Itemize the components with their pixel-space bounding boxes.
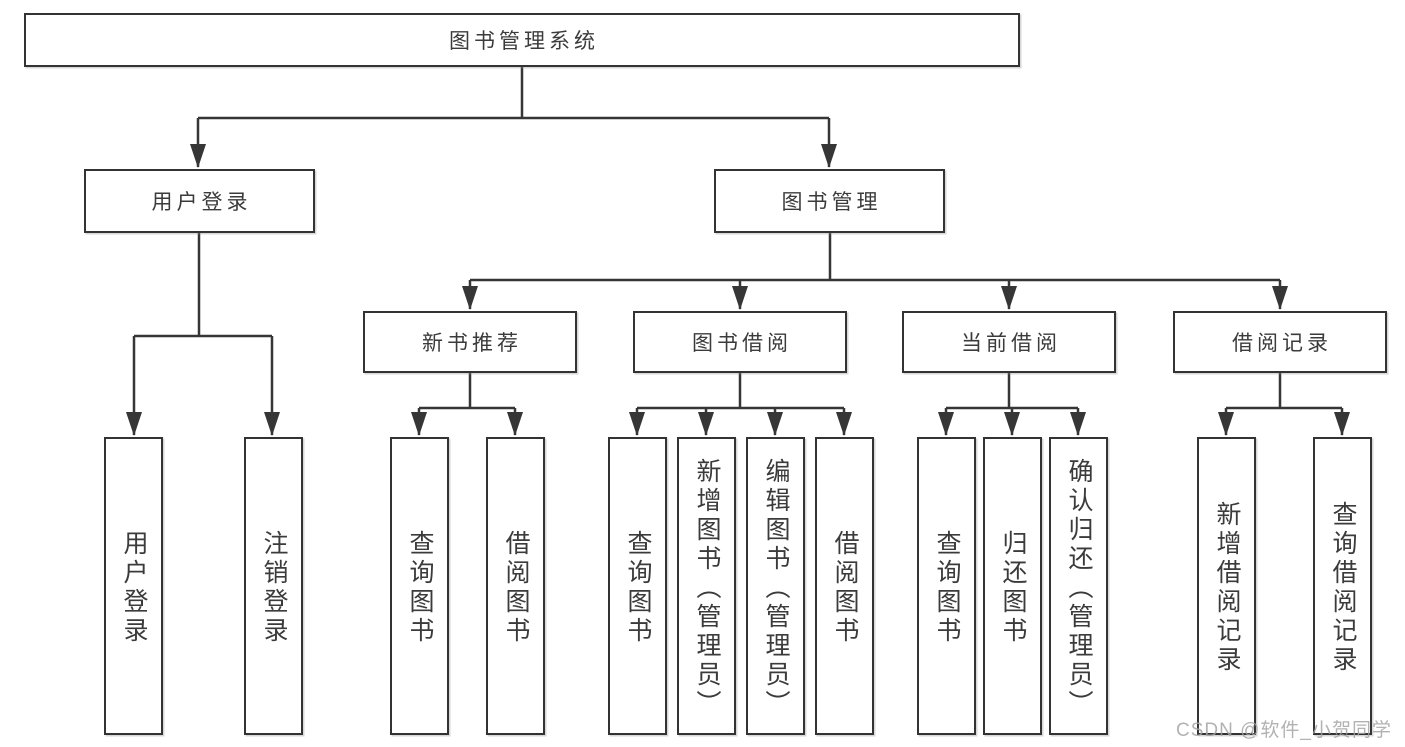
leaf-label: 借阅图书 — [502, 530, 530, 646]
leaf-current-query-books: 查询图书 — [917, 437, 976, 735]
leaf-label: 查询借阅记录 — [1329, 501, 1357, 675]
leaf-user-login: 用户登录 — [104, 437, 163, 735]
leaf-label: 新增借阅记录 — [1213, 501, 1241, 675]
leaf-recommend-borrow-books: 借阅图书 — [486, 437, 545, 735]
node-book-management: 图书管理 — [714, 169, 945, 233]
node-label: 用户登录 — [151, 191, 252, 214]
leaf-label: 编辑图书（管理员） — [762, 457, 790, 719]
leaf-label: 新增图书（管理员） — [693, 457, 721, 719]
leaf-borrowing-borrow-books: 借阅图书 — [815, 437, 874, 735]
leaf-label: 用户登录 — [120, 530, 148, 646]
leaf-records-add-borrow-record: 新增借阅记录 — [1197, 437, 1256, 735]
leaf-logout: 注销登录 — [244, 437, 303, 735]
node-label: 图书管理 — [781, 191, 882, 214]
leaf-borrowing-query-books: 查询图书 — [608, 437, 667, 735]
leaf-current-return-books: 归还图书 — [983, 437, 1042, 735]
node-library-management-system: 图书管理系统 — [24, 13, 1020, 67]
leaf-label: 注销登录 — [260, 530, 288, 646]
node-label: 借阅记录 — [1232, 332, 1332, 355]
node-current-borrowing: 当前借阅 — [902, 311, 1116, 373]
leaf-label: 查询图书 — [933, 530, 961, 646]
leaf-label: 查询图书 — [406, 530, 434, 646]
leaf-label: 归还图书 — [999, 530, 1027, 646]
node-new-book-recommendation: 新书推荐 — [363, 311, 577, 373]
leaf-label: 借阅图书 — [831, 530, 859, 646]
leaf-label: 确认归还（管理员） — [1065, 457, 1093, 719]
node-label: 当前借阅 — [961, 332, 1061, 355]
leaf-borrowing-add-books-admin: 新增图书（管理员） — [677, 437, 736, 735]
node-label: 新书推荐 — [422, 332, 522, 355]
leaf-borrowing-edit-books-admin: 编辑图书（管理员） — [746, 437, 805, 735]
node-label: 图书借阅 — [692, 332, 792, 355]
node-label: 图书管理系统 — [449, 30, 599, 53]
leaf-label: 查询图书 — [624, 530, 652, 646]
csdn-watermark: CSDN @软件_小贺同学 — [1176, 720, 1392, 741]
leaf-current-confirm-return-admin: 确认归还（管理员） — [1049, 437, 1108, 735]
node-user-login: 用户登录 — [84, 169, 315, 233]
node-book-borrowing: 图书借阅 — [633, 311, 847, 373]
node-borrowing-records: 借阅记录 — [1173, 311, 1387, 373]
leaf-records-query-borrow-record: 查询借阅记录 — [1313, 437, 1372, 735]
leaf-recommend-query-books: 查询图书 — [390, 437, 449, 735]
